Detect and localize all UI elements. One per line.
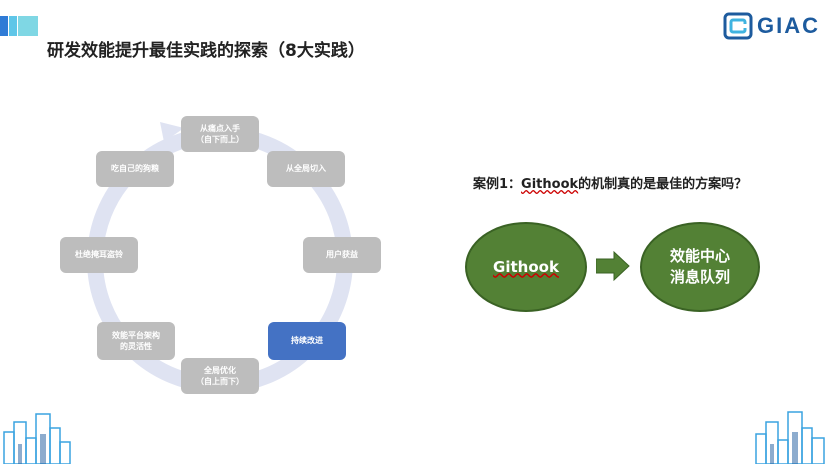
cycle-node-pain-point: 从痛点入手 （自下而上） <box>181 116 259 152</box>
case-githook-term: Githook <box>521 177 579 192</box>
case-question: 案例1：Githook的机制真的是最佳的方案吗？ <box>473 173 747 192</box>
page-title: 研发效能提升最佳实践的探索（8大实践） <box>47 41 365 61</box>
cycle-node-dogfooding: 吃自己的狗粮 <box>96 151 174 187</box>
cycle-node-global-entry: 从全局切入 <box>267 151 345 187</box>
node-sublabel: （自上而下） <box>196 377 244 386</box>
logo-text: GIAC <box>757 13 820 38</box>
githook-ellipse: Githook <box>465 222 587 312</box>
cycle-node-global-optimization: 全局优化 （自上而下） <box>181 358 259 394</box>
node-label: 杜绝掩耳盗铃 <box>75 250 123 260</box>
right-arrow-icon <box>596 250 630 282</box>
cycle-node-continuous-improvement: 持续改进 <box>268 322 346 360</box>
ring-arrowhead-icon <box>160 122 184 142</box>
giac-logo-icon <box>723 12 753 40</box>
mq-label-line1: 效能中心 <box>669 247 730 265</box>
node-label: 持续改进 <box>291 336 323 346</box>
mq-label-line2: 消息队列 <box>669 268 730 286</box>
cycle-node-no-self-deception: 杜绝掩耳盗铃 <box>60 237 138 273</box>
node-label: 吃自己的狗粮 <box>111 164 159 174</box>
message-queue-ellipse: 效能中心 消息队列 <box>640 222 760 312</box>
skyline-left-decoration <box>3 413 71 464</box>
case-suffix: 的机制真的是最佳的方案吗？ <box>578 177 748 192</box>
cycle-node-platform-flexibility: 效能平台架构 的灵活性 <box>97 322 175 360</box>
node-sublabel: 的灵活性 <box>120 342 152 351</box>
node-label: 从全局切入 <box>286 164 326 174</box>
node-label: 从痛点入手 <box>200 123 240 133</box>
giac-logo: GIAC <box>723 12 820 40</box>
case-prefix: 案例1： <box>473 177 522 192</box>
node-label: 效能平台架构 <box>112 330 160 340</box>
cycle-node-user-benefit: 用户获益 <box>303 237 381 273</box>
node-label: 全局优化 <box>204 365 236 375</box>
skyline-right-decoration <box>755 411 825 464</box>
node-label: 用户获益 <box>326 250 358 260</box>
corner-decoration <box>0 16 40 36</box>
githook-label: Githook <box>493 257 559 276</box>
node-sublabel: （自下而上） <box>196 135 244 144</box>
